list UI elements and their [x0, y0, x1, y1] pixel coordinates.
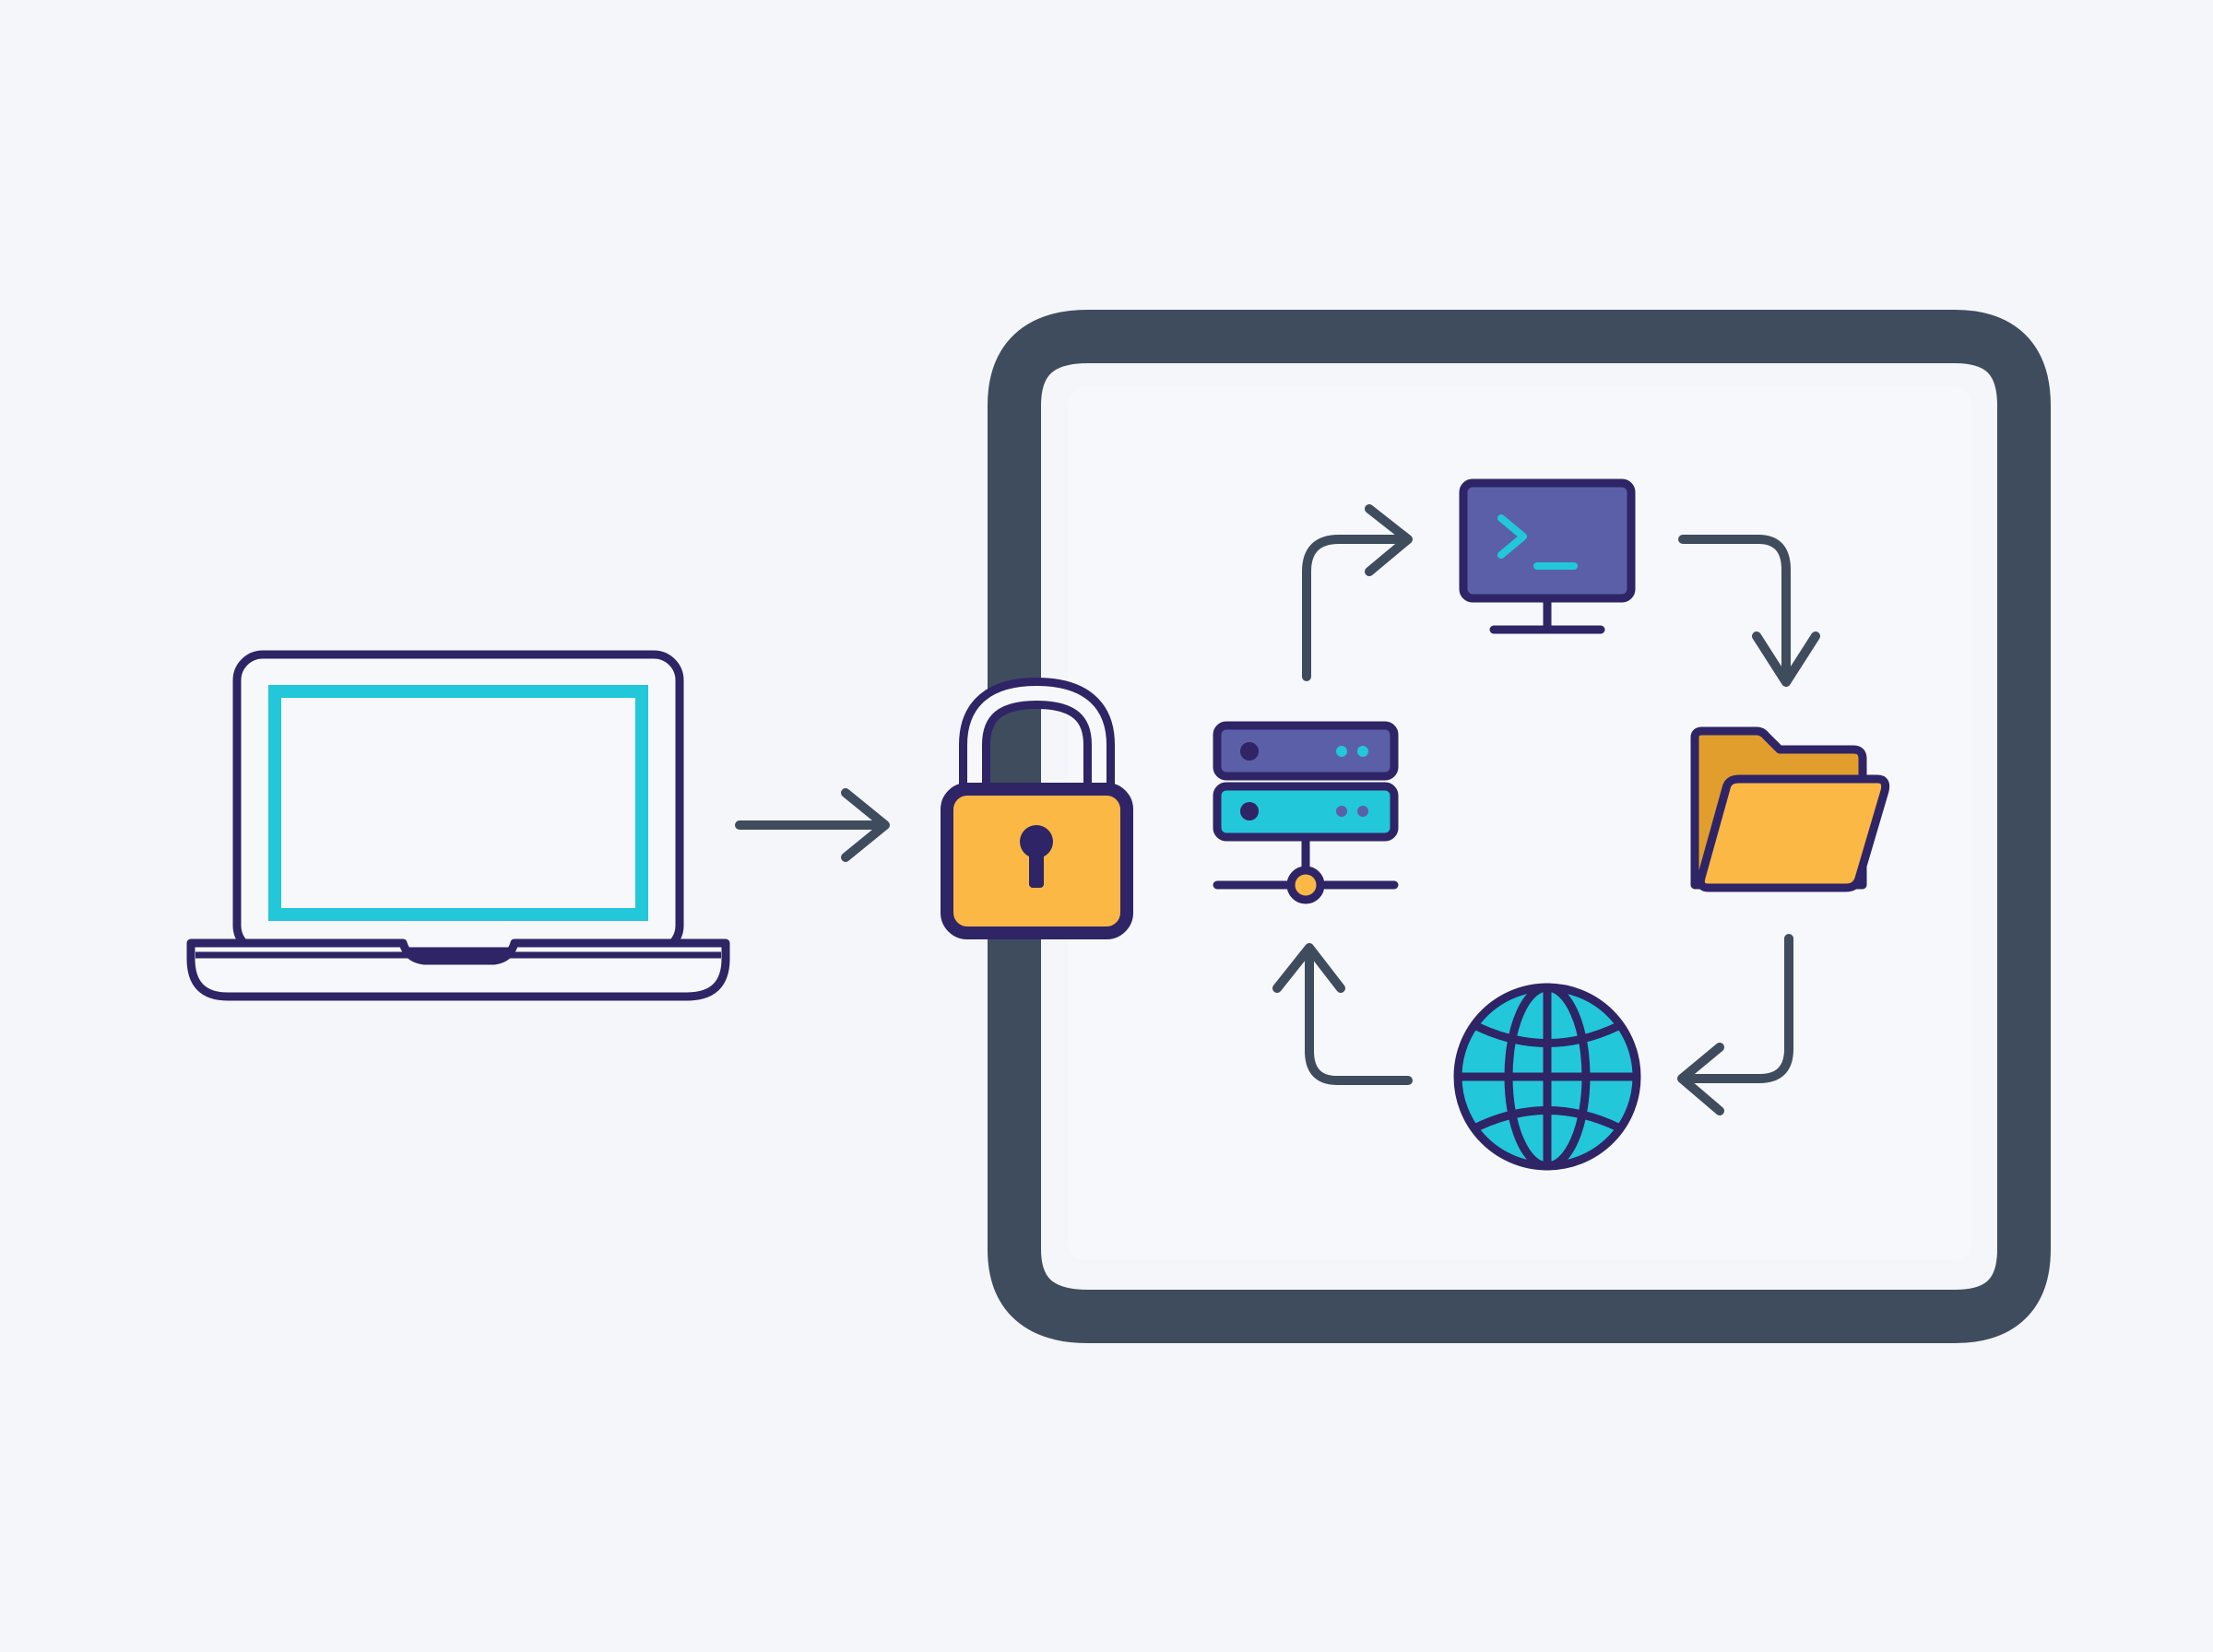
arrow-folder-to-globe — [1677, 934, 1793, 1115]
globe-icon — [1453, 983, 1641, 1171]
open-folder-icon — [1690, 726, 1890, 892]
server-rack-icon — [1213, 721, 1399, 904]
padlock-icon — [941, 677, 1133, 939]
arrow-laptop-to-lock — [735, 788, 890, 862]
laptop-icon — [186, 650, 730, 1001]
enclosure-frame — [988, 310, 2051, 1343]
terminal-monitor-icon — [1459, 478, 1636, 634]
arrow-server-to-terminal — [1302, 504, 1413, 681]
arrow-globe-to-server — [1272, 943, 1413, 1085]
arrow-terminal-to-folder — [1678, 535, 1820, 687]
